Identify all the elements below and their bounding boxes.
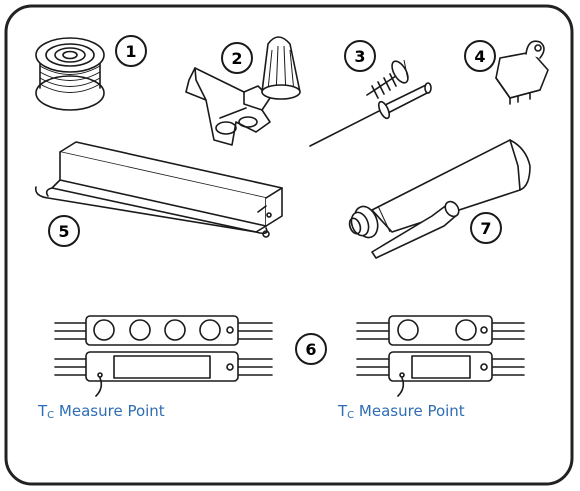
relay-illustration (495, 40, 549, 105)
tc-measure-label-left: TC Measure Point (37, 402, 165, 421)
nozzle-illustration (371, 200, 460, 259)
badge-6: 6 (295, 333, 327, 365)
led-module-2-bottom (356, 351, 525, 397)
wire-nut-illustration (261, 36, 301, 100)
badge-1: 1 (115, 35, 147, 67)
led-module-4-top (54, 315, 273, 346)
rivet-illustration (309, 82, 432, 147)
badge-1-number: 1 (125, 42, 136, 61)
ballast-illustration (34, 141, 283, 238)
badge-7: 7 (470, 212, 502, 244)
splice-connector-illustration (185, 67, 271, 146)
tc-measure-label-right: TC Measure Point (337, 402, 465, 421)
led-module-4-bottom (54, 351, 273, 397)
badge-4-number: 4 (474, 47, 485, 66)
badge-3-number: 3 (354, 47, 365, 66)
badge-6-number: 6 (305, 340, 316, 359)
screw-illustration (366, 59, 409, 99)
badge-5: 5 (48, 215, 80, 247)
badge-7-number: 7 (480, 219, 491, 238)
badge-5-number: 5 (58, 222, 69, 241)
wire-spool-illustration (35, 37, 105, 111)
badge-3: 3 (344, 40, 376, 72)
silicone-tube-illustration (348, 139, 531, 239)
badge-4: 4 (464, 40, 496, 72)
led-module-2-top (356, 315, 525, 346)
badge-2: 2 (221, 42, 253, 74)
badge-2-number: 2 (231, 49, 242, 68)
